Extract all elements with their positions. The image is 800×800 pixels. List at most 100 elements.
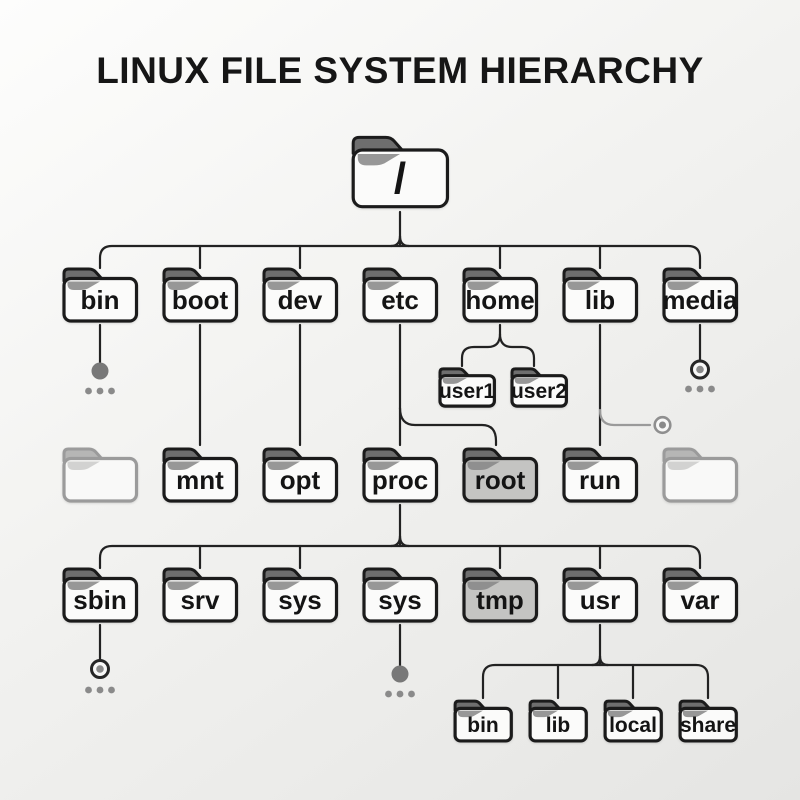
folder-srv: srv (160, 565, 240, 625)
folder-icon (260, 445, 340, 505)
folder-icon (437, 366, 497, 409)
folder-etc: etc (360, 265, 440, 325)
folder-icon (660, 265, 740, 325)
folder-ghost-right (660, 445, 740, 505)
folder-icon (602, 698, 664, 744)
edge-bus-top-flare (389, 234, 411, 248)
folder-label-root: / (393, 154, 407, 204)
folder-run: run (560, 445, 640, 505)
edge-home-user2 (498, 332, 536, 368)
folder-label-bin: bin (80, 285, 120, 316)
folder-label-lib: lib (584, 285, 616, 316)
folder-icon (360, 565, 440, 625)
folder-label-sbin: sbin (73, 585, 127, 616)
edge-usr-rail-drops (556, 663, 635, 700)
folder-rootdir: root (460, 445, 540, 505)
folder-dev: dev (260, 265, 340, 325)
folder-label-usr-lib: lib (545, 713, 571, 737)
edge-bus-top-drops (198, 244, 602, 270)
folder-local: local (602, 698, 664, 744)
folder-icon (60, 265, 140, 325)
folder-proc: proc (360, 445, 440, 505)
folder-label-var: var (680, 585, 720, 616)
folder-icon (260, 565, 340, 625)
edge-bus-mid (98, 544, 702, 570)
folder-media: media (660, 265, 740, 325)
folder-label-srv: srv (180, 585, 220, 616)
folder-icon (360, 445, 440, 505)
folder-var: var (660, 565, 740, 625)
edge-bus-mid-drops (198, 544, 602, 570)
ellipsis-bin (85, 387, 92, 395)
folder-label-run: run (579, 465, 621, 496)
folder-icon (452, 698, 514, 744)
folder-icon (527, 698, 589, 744)
folder-icon (160, 265, 240, 325)
folder-label-etc: etc (381, 285, 419, 316)
folder-mnt: mnt (160, 445, 240, 505)
edge-run-more (598, 408, 652, 427)
folder-icon (560, 265, 640, 325)
ellipsis-sbin (85, 686, 92, 694)
diagram-title: LINUX FILE SYSTEM HIERARCHY (96, 50, 704, 91)
folder-icon (677, 698, 739, 744)
folder-label-local: local (609, 713, 657, 737)
folder-label-usr: usr (579, 585, 621, 616)
ellipsis-sys (385, 690, 392, 698)
folder-label-tmp: tmp (476, 585, 524, 616)
folder-share: share (677, 698, 739, 744)
folder-icon (660, 565, 740, 625)
edge-bus-mid-flare (389, 534, 411, 548)
folder-label-user1: user1 (438, 379, 496, 403)
folder-icon (460, 565, 540, 625)
folder-ghost-left (60, 445, 140, 505)
folder-user2: user2 (509, 366, 569, 409)
folder-icon (460, 445, 540, 505)
folder-icon (260, 265, 340, 325)
folder-label-user2: user2 (510, 379, 568, 403)
folder-label-media: media (662, 285, 738, 316)
folder-icon (560, 445, 640, 505)
folder-label-proc: proc (371, 465, 429, 496)
folder-icon (360, 265, 440, 325)
folder-label-share: share (679, 713, 737, 737)
folder-label-ghost-left (60, 457, 140, 504)
folder-home: home (460, 265, 540, 325)
folder-icon (348, 132, 452, 212)
folder-sys1: sys (260, 565, 340, 625)
folder-tmp: tmp (460, 565, 540, 625)
folder-boot: boot (160, 265, 240, 325)
folder-label-sys1: sys (278, 585, 322, 616)
folder-usr-bin: bin (452, 698, 514, 744)
folder-icon (660, 445, 740, 505)
folder-user1: user1 (437, 366, 497, 409)
folder-icon (560, 565, 640, 625)
folder-label-dev: dev (277, 285, 323, 316)
ellipsis-media (685, 385, 692, 393)
folder-icon (160, 565, 240, 625)
folder-icon (160, 445, 240, 505)
folder-icon (60, 565, 140, 625)
more-circle-bin (91, 362, 109, 380)
folder-label-sys2: sys (378, 585, 422, 616)
edge-usr-rail-flare (590, 654, 610, 667)
folder-lib: lib (560, 265, 640, 325)
folder-label-ghost-right (660, 457, 740, 504)
folder-label-usr-bin: bin (467, 713, 499, 737)
folder-root: / (348, 132, 452, 212)
folder-opt: opt (260, 445, 340, 505)
folder-label-home: home (465, 285, 535, 316)
folder-usr: usr (560, 565, 640, 625)
folder-icon (509, 366, 569, 409)
more-circle-sys (391, 665, 409, 683)
folder-label-mnt: mnt (176, 465, 224, 496)
folder-icon (460, 265, 540, 325)
folder-icon (60, 445, 140, 505)
folder-usr-lib: lib (527, 698, 589, 744)
folder-label-boot: boot (171, 285, 229, 316)
edge-bus-top (98, 244, 702, 270)
folder-label-rootdir: root (474, 465, 526, 496)
